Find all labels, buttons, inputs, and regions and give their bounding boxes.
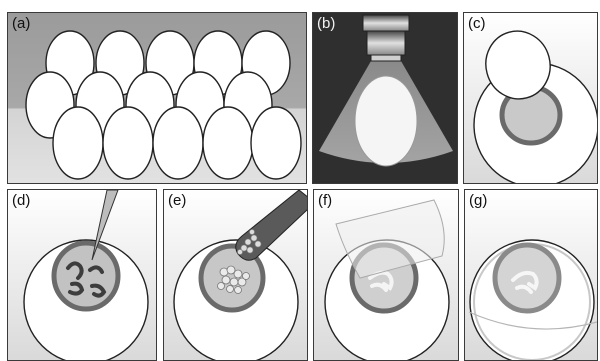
panel-b-label: (b) <box>317 15 335 32</box>
panel-c-label: (c) <box>468 15 486 32</box>
candled-egg <box>355 76 417 166</box>
panel-e: (e) <box>163 189 308 361</box>
panel-e-label: (e) <box>168 192 186 209</box>
panel-d: (d) <box>7 189 157 361</box>
panel-d-label: (d) <box>12 192 30 209</box>
panel-a: (a) <box>7 12 307 184</box>
yolk <box>54 243 118 309</box>
panel-a-label: (a) <box>12 15 30 32</box>
lamp-icon <box>363 15 409 61</box>
injection-illustration <box>8 190 157 361</box>
panel-b: (b) <box>312 12 458 184</box>
panel-g: (g) <box>464 189 598 361</box>
panel-f-label: (f) <box>318 192 332 209</box>
panel-g-label: (g) <box>469 192 487 209</box>
opened-egg-illustration <box>464 13 598 184</box>
panel-c: (c) <box>463 12 598 184</box>
eggs-row-front <box>53 107 301 179</box>
panel-f: (f) <box>313 189 459 361</box>
graft-illustration <box>164 190 308 361</box>
yolk <box>495 245 559 311</box>
sealed-egg-illustration <box>465 190 598 361</box>
membrane-illustration <box>314 190 459 361</box>
egg-tray-illustration <box>8 13 307 184</box>
candling-illustration <box>313 13 458 184</box>
